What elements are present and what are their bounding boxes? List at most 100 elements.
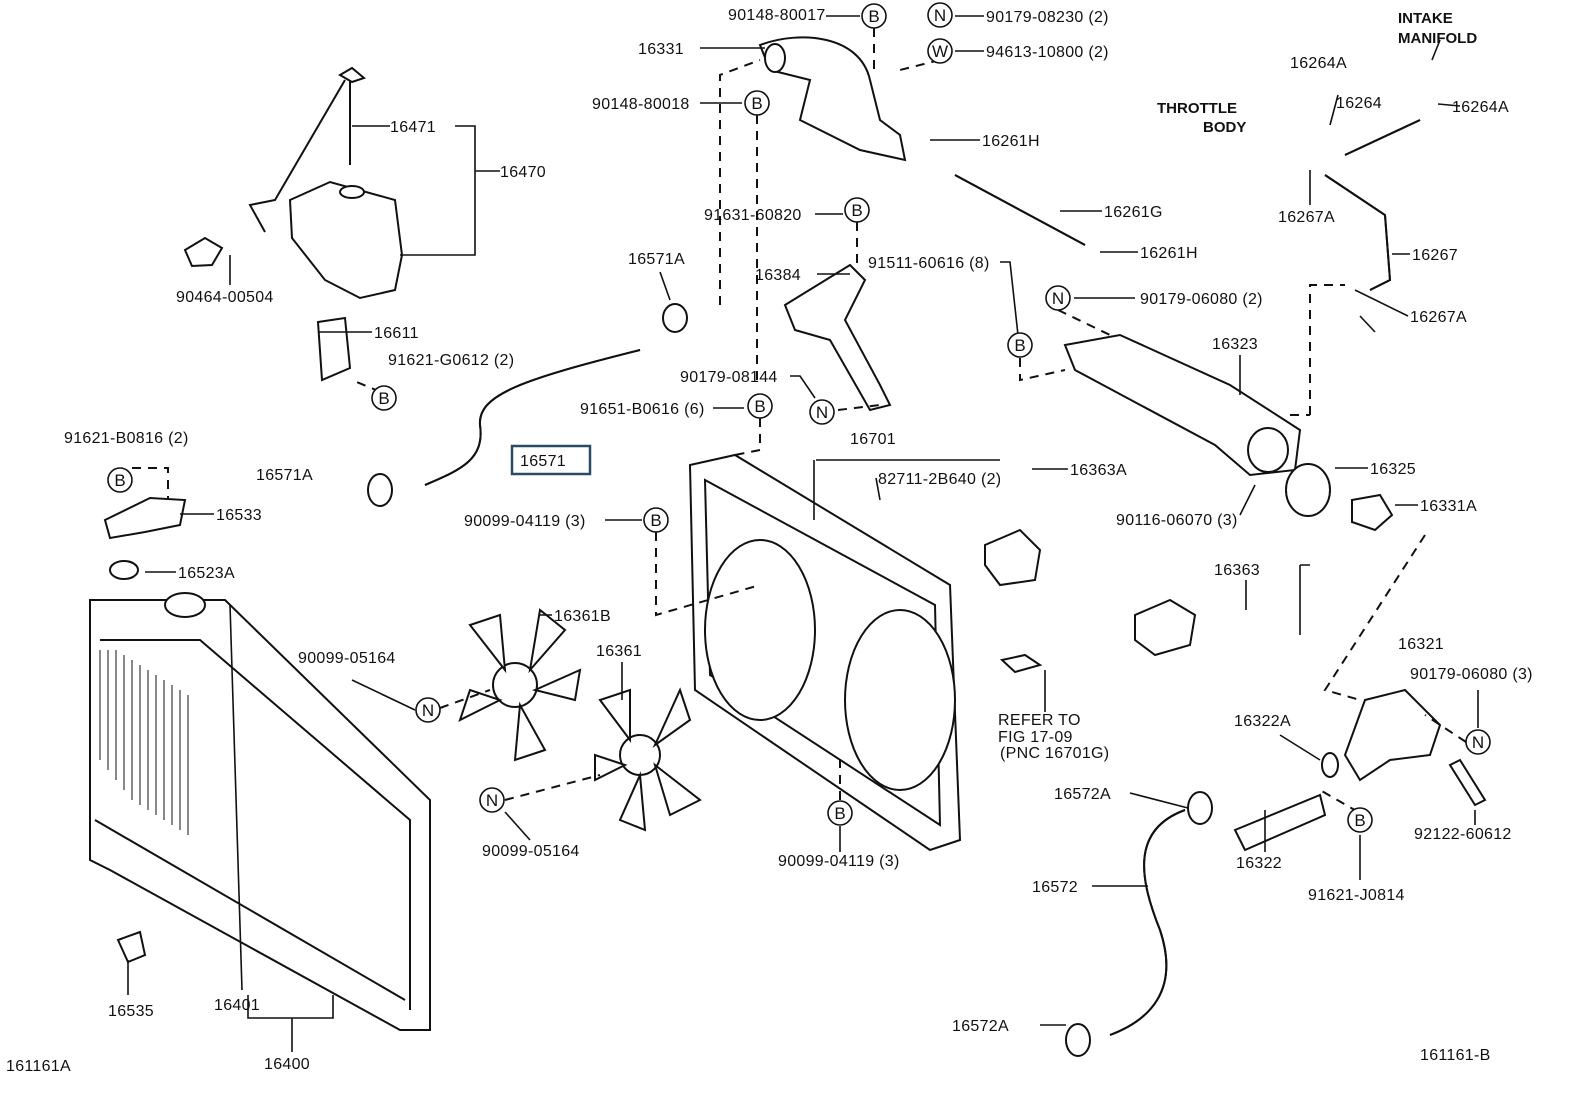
stud-92122[interactable] (1448, 758, 1487, 807)
part-label[interactable]: 16572 (1032, 879, 1078, 896)
part-label[interactable]: 16331 (638, 41, 684, 58)
svg-text:B: B (378, 389, 389, 408)
radiator-hose-16571[interactable] (424, 349, 641, 486)
part-label[interactable]: 90099-05164 (298, 650, 396, 667)
part-label[interactable]: 16264A (1452, 99, 1509, 116)
pipe-16322[interactable] (1233, 793, 1327, 852)
part-label[interactable]: 16611 (374, 325, 419, 342)
part-label[interactable]: 16322 (1236, 855, 1282, 872)
fan-16361[interactable] (594, 687, 702, 832)
svg-text:N: N (816, 403, 828, 422)
part-label[interactable]: 16325 (1370, 461, 1416, 478)
part-label[interactable]: 90148-80018 (592, 96, 690, 113)
part-label[interactable]: 91621-B0816 (2) (64, 430, 189, 447)
part-label[interactable]: 16322A (1234, 713, 1291, 730)
part-label[interactable]: 16471 (390, 119, 436, 136)
part-label[interactable]: 16267A (1278, 209, 1335, 226)
svg-text:N: N (1052, 289, 1064, 308)
svg-text:B: B (1014, 336, 1025, 355)
marker-b: B (371, 385, 397, 411)
lower-hose-16572[interactable] (1109, 809, 1186, 1036)
part-label[interactable]: 90116-06070 (3) (1116, 512, 1238, 529)
part-label[interactable]: 16267 (1412, 247, 1458, 264)
bracket-16384[interactable] (783, 263, 892, 412)
svg-text:W: W (932, 42, 948, 61)
part-label[interactable]: 90179-06080 (2) (1140, 291, 1263, 308)
part-label[interactable]: 90464-00504 (176, 289, 274, 306)
part-label[interactable]: 16533 (216, 507, 262, 524)
gasket-16325[interactable] (1285, 463, 1331, 517)
water-inlet-housing-16323[interactable] (1063, 333, 1302, 477)
part-label[interactable]: 16261G (1104, 204, 1163, 221)
part-label[interactable]: 16361B (554, 608, 611, 625)
part-label[interactable]: 16571A (256, 467, 313, 484)
part-label[interactable]: 91651-B0616 (6) (580, 401, 705, 418)
fan-shroud-16701[interactable] (688, 453, 962, 852)
clamp-16571A-upper[interactable] (662, 303, 688, 333)
water-outlet-16331[interactable] (758, 36, 907, 162)
water-inlet-16321[interactable] (1343, 688, 1442, 782)
part-label[interactable]: 90099-04119 (3) (778, 853, 900, 870)
part-label[interactable]: 16572A (1054, 786, 1111, 803)
reference-markers: B N W B B B N B N B B B N N B B N (107, 2, 1491, 833)
bypass-hose-16261G[interactable] (954, 174, 1086, 246)
part-label[interactable]: 16264 (1336, 95, 1382, 112)
throttle-body-label: BODY (1203, 119, 1246, 136)
part-label[interactable]: 16267A (1410, 309, 1467, 326)
part-label[interactable]: 16261H (1140, 245, 1198, 262)
part-label[interactable]: 16331A (1420, 498, 1477, 515)
radiator[interactable] (89, 592, 431, 1031)
intake-manifold-label: INTAKE (1398, 10, 1453, 27)
refer-note[interactable]: FIG 17-09 (998, 729, 1073, 746)
cap-16523A[interactable] (109, 560, 139, 580)
part-label[interactable]: 90179-08144 (680, 369, 778, 386)
part-label[interactable]: 16264A (1290, 55, 1347, 72)
throttle-hoses-16264-16267[interactable] (1324, 119, 1421, 291)
part-label[interactable]: 16361 (596, 643, 642, 660)
part-label[interactable]: 16572A (952, 1018, 1009, 1035)
part-label[interactable]: 90099-05164 (482, 843, 580, 860)
part-label[interactable]: 91621-G0612 (2) (388, 352, 514, 369)
reservoir-tank[interactable] (248, 66, 404, 300)
part-label[interactable]: 16523A (178, 565, 235, 582)
part-label[interactable]: 91511-60616 (8) (868, 255, 990, 272)
part-label[interactable]: 16363A (1070, 462, 1127, 479)
part-label[interactable]: 16323 (1212, 336, 1258, 353)
part-label[interactable]: 92122-60612 (1414, 826, 1512, 843)
part-label[interactable]: 82711-2B640 (2) (878, 471, 1001, 488)
part-label[interactable]: 90148-80017 (728, 7, 826, 24)
part-label[interactable]: 16384 (755, 267, 801, 284)
part-label[interactable]: 16401 (214, 997, 260, 1014)
marker-b: B (844, 197, 870, 223)
part-label[interactable]: 90099-04119 (3) (464, 513, 586, 530)
clamp-90464[interactable] (183, 236, 224, 268)
part-label[interactable]: 90179-06080 (3) (1410, 666, 1533, 683)
bracket-16611[interactable] (316, 316, 352, 382)
thermostat-16331A[interactable] (1351, 493, 1394, 532)
part-label[interactable]: 16571A (628, 251, 685, 268)
clamp-16572A-lower[interactable] (1065, 1023, 1091, 1057)
bracket-16533[interactable] (103, 496, 187, 540)
fan-motor-16363A[interactable] (984, 528, 1042, 587)
clamp-16572A-upper[interactable] (1187, 791, 1213, 825)
fan-motor-16363[interactable] (1134, 598, 1197, 657)
part-label[interactable]: 16261H (982, 133, 1040, 150)
marker-b: B (107, 467, 133, 493)
part-label[interactable]: 91631-60820 (704, 207, 802, 224)
part-label[interactable]: 90179-08230 (2) (986, 9, 1109, 26)
part-label[interactable]: 16400 (264, 1056, 310, 1073)
part-label[interactable]: 91621-J0814 (1308, 887, 1405, 904)
fan-16361B[interactable] (458, 608, 582, 762)
part-label[interactable]: 16535 (108, 1003, 154, 1020)
part-label[interactable]: 16470 (500, 164, 546, 181)
gasket-16322A[interactable] (1321, 752, 1339, 778)
part-label[interactable]: 16701 (850, 431, 896, 448)
part-label[interactable]: 16321 (1398, 636, 1444, 653)
part-label[interactable]: 16363 (1214, 562, 1260, 579)
clamp-16571A-lower[interactable] (367, 473, 393, 507)
highlighted-part-label[interactable]: 16571 (520, 453, 566, 470)
figure-id-right: 161161-B (1420, 1047, 1491, 1064)
drain-plug-16535[interactable] (116, 930, 147, 964)
part-label[interactable]: 94613-10800 (2) (986, 44, 1109, 61)
